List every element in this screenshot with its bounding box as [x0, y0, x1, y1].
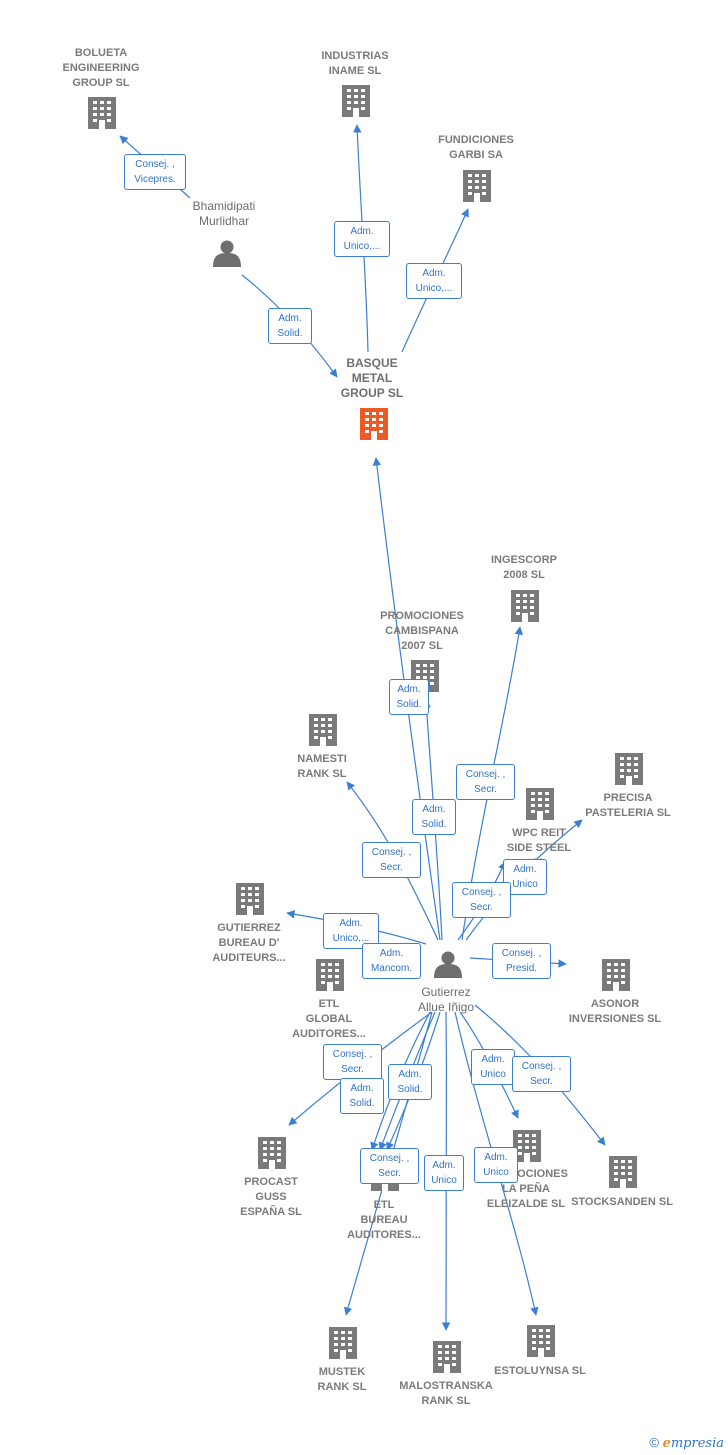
role-badge[interactable]: Adm. Solid.: [412, 799, 456, 835]
person-icon[interactable]: [434, 951, 462, 979]
role-badge[interactable]: Adm. Solid.: [268, 308, 312, 344]
building-icon[interactable]: [511, 590, 539, 622]
role-badge[interactable]: Consej. , Secr.: [323, 1044, 382, 1080]
company-label-bolueta[interactable]: BOLUETA ENGINEERING GROUP SL: [62, 47, 140, 89]
empresia-logo: empresia: [662, 1436, 724, 1451]
role-badge[interactable]: Consej. , Vicepres.: [124, 154, 186, 190]
company-label-precisa[interactable]: PRECISA PASTELERIA SL: [585, 792, 671, 819]
building-icon[interactable]: [602, 959, 630, 991]
company-label-procast[interactable]: PROCAST GUSS ESPAÑA SL: [240, 1176, 302, 1218]
role-badge[interactable]: Consej. , Secr.: [360, 1148, 419, 1184]
company-label-mustek[interactable]: MUSTEK RANK SL: [317, 1366, 367, 1393]
building-icon[interactable]: [463, 170, 491, 202]
company-label-etlbureau[interactable]: ETL BUREAU AUDITORES...: [347, 1199, 421, 1241]
building-icon[interactable]: [316, 959, 344, 991]
copyright-symbol: ©: [649, 1435, 659, 1450]
building-icon[interactable]: [527, 1325, 555, 1357]
company-label-ingescorp[interactable]: INGESCORP 2008 SL: [490, 554, 557, 581]
building-icon[interactable]: [329, 1327, 357, 1359]
company-label-asonor[interactable]: ASONOR INVERSIONES SL: [568, 998, 662, 1025]
role-badge[interactable]: Consej. , Secr.: [512, 1056, 571, 1092]
company-label-stocksanden[interactable]: STOCKSANDEN SL: [571, 1196, 673, 1208]
role-badge[interactable]: Adm. Mancom.: [362, 943, 421, 979]
role-badge[interactable]: Adm. Unico: [424, 1155, 464, 1191]
building-icon[interactable]: [526, 788, 554, 820]
role-badge[interactable]: Adm. Solid.: [389, 679, 429, 715]
building-icon[interactable]: [309, 714, 337, 746]
role-badge[interactable]: Adm. Unico: [471, 1049, 515, 1085]
company-label-estoluynsa[interactable]: ESTOLUYNSA SL: [494, 1365, 586, 1377]
role-badge[interactable]: Adm. Unico,...: [406, 263, 462, 299]
role-badge[interactable]: Adm. Unico: [474, 1147, 518, 1183]
role-badge[interactable]: Consej. , Secr.: [362, 842, 421, 878]
company-label-industrias[interactable]: INDUSTRIAS INAME SL: [321, 50, 389, 77]
center-company-icon[interactable]: [360, 408, 388, 440]
building-icon[interactable]: [236, 883, 264, 915]
company-label-etlglobal[interactable]: ETL GLOBAL AUDITORES...: [292, 998, 366, 1040]
building-icon[interactable]: [615, 753, 643, 785]
company-label-namesti[interactable]: NAMESTI RANK SL: [297, 753, 347, 780]
person-label-bham[interactable]: Bhamidipati Murlidhar: [192, 199, 256, 228]
role-badge[interactable]: Adm. Solid.: [388, 1064, 432, 1100]
footer-brand[interactable]: © empresia: [649, 1435, 724, 1451]
company-label-malostranska[interactable]: MALOSTRANSKA RANK SL: [399, 1380, 493, 1407]
center-company-label[interactable]: BASQUE METAL GROUP SL: [340, 356, 404, 400]
building-icon[interactable]: [258, 1137, 286, 1169]
role-badge[interactable]: Consej. , Presid.: [492, 943, 551, 979]
company-label-gutierrezb[interactable]: GUTIERREZ BUREAU D' AUDITEURS...: [212, 922, 286, 964]
building-icon[interactable]: [342, 85, 370, 117]
role-badge[interactable]: Consej. , Secr.: [456, 764, 515, 800]
role-badge[interactable]: Consej. , Secr.: [452, 882, 511, 918]
role-badge[interactable]: Adm. Solid.: [340, 1078, 384, 1114]
person-icon[interactable]: [213, 240, 241, 268]
building-icon[interactable]: [88, 97, 116, 129]
company-label-promociones[interactable]: PROMOCIONES CAMBISPANA 2007 SL: [380, 610, 464, 652]
company-label-fundiciones[interactable]: FUNDICIONES GARBI SA: [438, 134, 514, 161]
role-badge[interactable]: Adm. Unico,...: [334, 221, 390, 257]
person-label-gut[interactable]: Gutierrez Allue Iñigo: [417, 985, 475, 1014]
building-icon[interactable]: [433, 1341, 461, 1373]
building-icon[interactable]: [609, 1156, 637, 1188]
